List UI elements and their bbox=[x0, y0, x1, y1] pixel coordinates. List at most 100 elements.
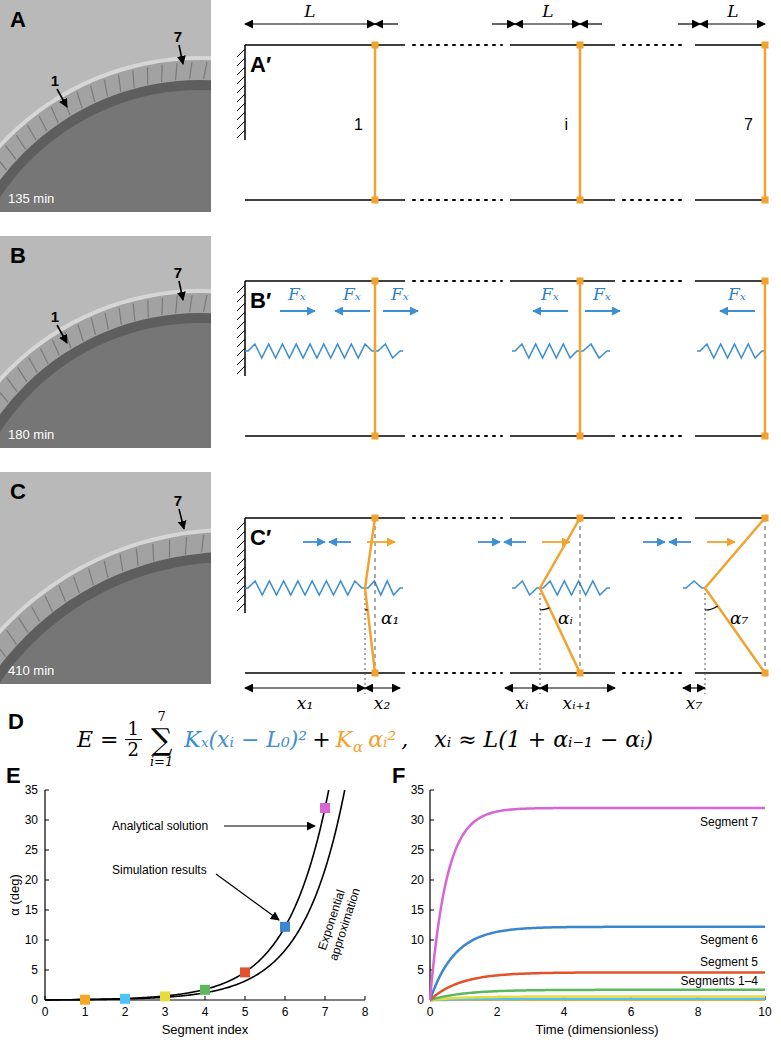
tick-label: 6 bbox=[282, 1005, 289, 1019]
curve-label: Segment 5 bbox=[698, 955, 760, 969]
microscope-photo bbox=[133, 71, 134, 88]
force-arrow bbox=[280, 311, 755, 312]
line-chart bbox=[430, 999, 765, 1000]
fraction-part: 2 bbox=[125, 741, 142, 762]
model-schematic bbox=[237, 339, 245, 347]
model-schematic bbox=[237, 303, 245, 311]
line-chart bbox=[430, 927, 765, 1000]
segment-boundary bbox=[540, 518, 580, 673]
microscope-photo bbox=[59, 586, 66, 602]
tick-label: 8 bbox=[695, 1005, 702, 1019]
line-chart bbox=[430, 880, 434, 881]
force-arrow bbox=[383, 310, 418, 312]
reference-line bbox=[540, 588, 541, 694]
model-schematic bbox=[244, 45, 246, 140]
segment-boundary bbox=[762, 197, 769, 204]
model-schematic bbox=[413, 517, 502, 519]
dimension-arrow bbox=[683, 687, 705, 688]
model-schematic bbox=[237, 49, 245, 57]
line-chart bbox=[430, 820, 434, 821]
equation-text: αᵢ² bbox=[368, 727, 396, 752]
microscope-photo bbox=[204, 62, 207, 79]
segment-boundary bbox=[372, 42, 379, 49]
tick-label: 30 bbox=[411, 813, 424, 827]
tick-label: 30 bbox=[25, 813, 38, 827]
microscope-photo bbox=[203, 295, 206, 312]
model-schematic bbox=[237, 567, 245, 575]
spring bbox=[245, 344, 765, 358]
panel-letter: B bbox=[10, 243, 26, 269]
model-schematic bbox=[237, 366, 245, 374]
model-schematic bbox=[237, 58, 245, 66]
model-schematic bbox=[510, 435, 615, 437]
microscope-photo bbox=[0, 293, 211, 448]
microscope-photo bbox=[16, 135, 25, 149]
microscope-photo bbox=[0, 532, 211, 684]
segment-boundary bbox=[577, 515, 584, 522]
model-schematic bbox=[244, 281, 246, 376]
reference-line bbox=[365, 588, 366, 694]
microscope-photo bbox=[152, 544, 154, 561]
angle-arc bbox=[365, 606, 718, 610]
model-schematic bbox=[244, 518, 246, 613]
model-schematic bbox=[237, 549, 245, 557]
reference-line bbox=[765, 518, 766, 673]
dimension-arrow bbox=[375, 23, 398, 24]
line-chart bbox=[80, 995, 90, 1005]
dimension-arrow bbox=[365, 687, 400, 688]
photo-panel: B17180 min bbox=[0, 236, 211, 448]
force-label: Fₓ bbox=[728, 284, 746, 304]
line-chart bbox=[224, 825, 315, 826]
equation-text: Kₓ(xᵢ − L₀)² bbox=[184, 727, 307, 752]
equation-text: α bbox=[353, 739, 363, 756]
model-schematic bbox=[237, 85, 245, 93]
microscope-photo bbox=[89, 568, 94, 585]
curve-label: Segment 7 bbox=[698, 815, 760, 829]
model-schematic bbox=[245, 435, 405, 437]
microscope-photo bbox=[0, 0, 211, 212]
microscope-photo bbox=[169, 540, 170, 557]
panel-letter: A′ bbox=[250, 52, 271, 78]
force-label: Fₓ bbox=[343, 284, 361, 304]
tick-label: 0 bbox=[427, 1005, 434, 1019]
line-chart bbox=[430, 910, 434, 911]
spring bbox=[245, 581, 365, 595]
panel-letter: F bbox=[392, 763, 405, 789]
tick-label: 10 bbox=[758, 1005, 771, 1019]
panel-letter: C bbox=[10, 479, 26, 505]
line-chart bbox=[44, 790, 45, 1000]
line-chart bbox=[430, 972, 765, 1000]
angle-arc bbox=[540, 608, 549, 610]
time-stamp: 135 min bbox=[8, 191, 54, 206]
model-schematic bbox=[245, 517, 405, 519]
model-schematic bbox=[237, 281, 765, 436]
line-chart bbox=[430, 850, 434, 851]
equation-term: 12 bbox=[125, 719, 142, 761]
segment-boundary bbox=[372, 433, 379, 440]
line-chart bbox=[280, 922, 290, 932]
model-schematic bbox=[237, 321, 245, 329]
microscope-photo bbox=[6, 146, 16, 160]
microscope-photo bbox=[161, 65, 163, 82]
tick-label: 0 bbox=[31, 993, 38, 1007]
segment-boundary bbox=[762, 42, 769, 49]
model-schematic bbox=[237, 357, 245, 365]
microscope-photo bbox=[105, 313, 108, 330]
microscope-photo bbox=[185, 537, 186, 554]
dimension-arrow bbox=[245, 24, 765, 25]
sum-symbol: ∑ bbox=[151, 725, 172, 755]
tick-label: 25 bbox=[25, 843, 38, 857]
model-schematic bbox=[695, 435, 765, 437]
segment-number: i bbox=[564, 116, 568, 134]
microscope-photo bbox=[0, 389, 8, 402]
dimension-arrow bbox=[245, 23, 375, 24]
microscope-photo bbox=[133, 303, 134, 320]
reference-line bbox=[580, 518, 581, 673]
microscope-photo bbox=[18, 367, 27, 381]
segment-boundary bbox=[374, 45, 377, 200]
microscope-photo bbox=[0, 552, 211, 684]
line-chart bbox=[45, 744, 365, 1005]
force-arrow bbox=[669, 541, 691, 543]
microscope-photo bbox=[7, 630, 17, 644]
